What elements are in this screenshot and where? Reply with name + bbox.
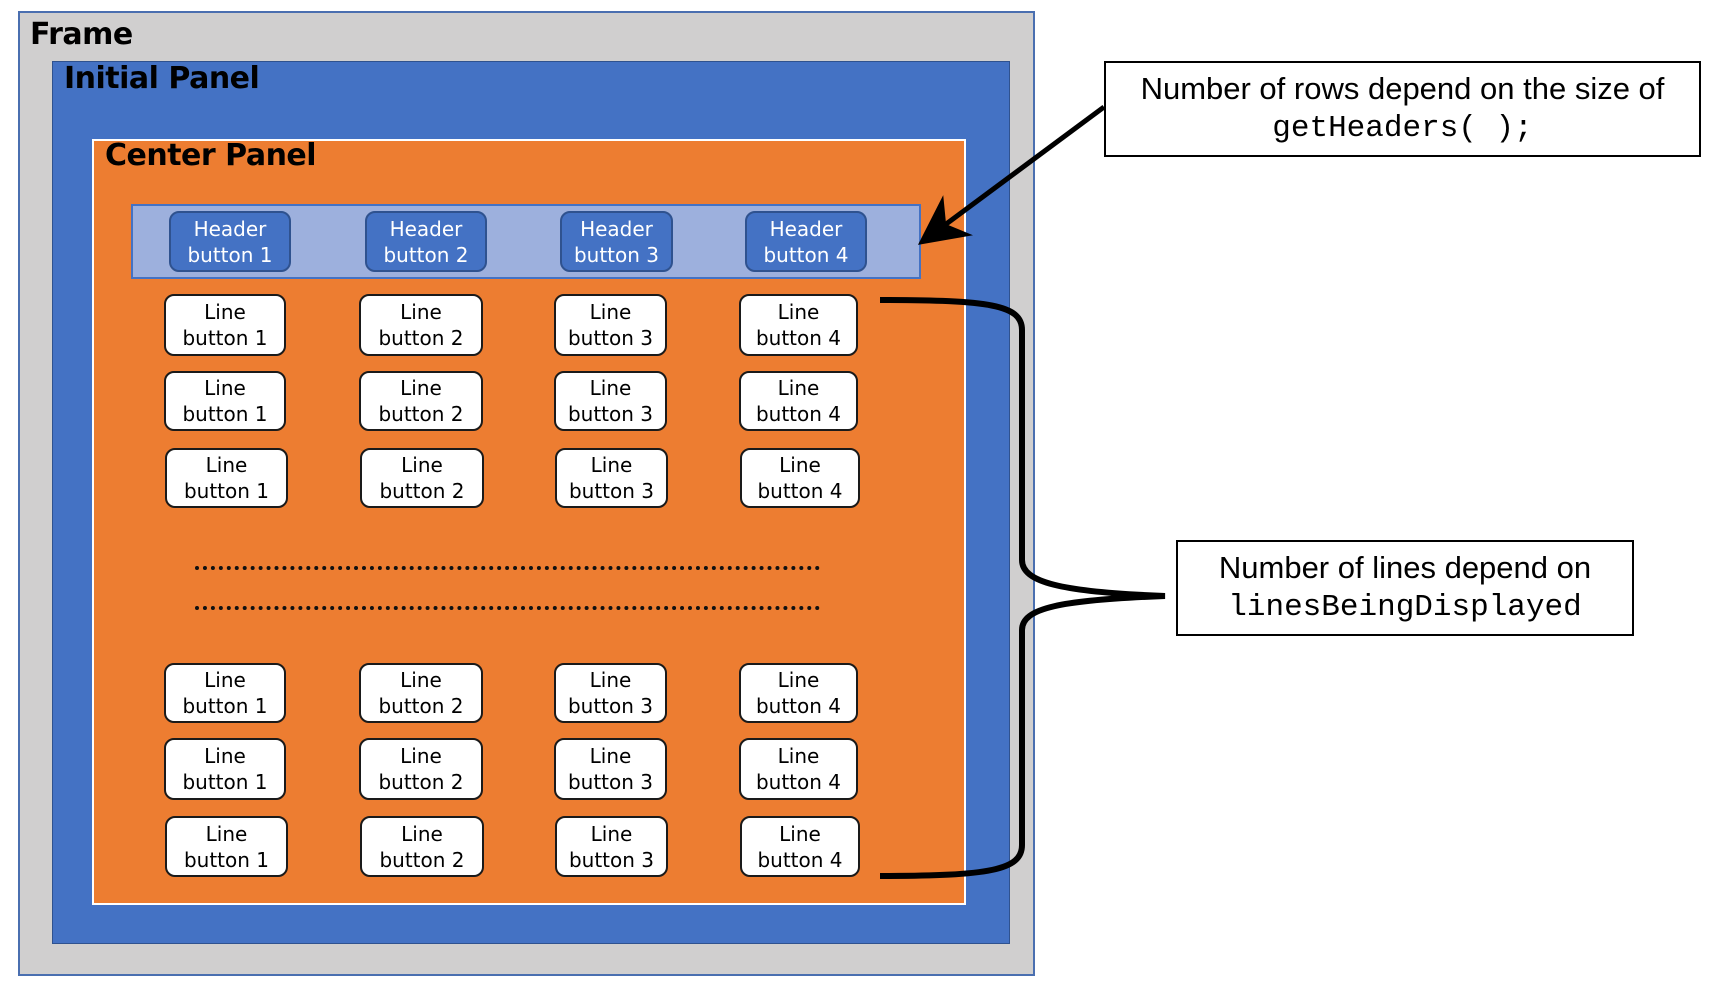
line-button-r5-c4[interactable]: Line button 4 xyxy=(739,738,858,800)
line-button-r4-c4-line1: Line xyxy=(777,668,820,692)
line-button-r1-c2-line2: button 2 xyxy=(378,326,464,350)
line-button-r4-c2[interactable]: Line button 2 xyxy=(359,663,483,723)
header-button-1-line2: button 1 xyxy=(187,242,273,267)
header-button-2-line1: Header xyxy=(389,216,463,241)
line-button-r1-c2[interactable]: Line button 2 xyxy=(359,294,483,356)
line-button-r4-c1-line2: button 1 xyxy=(182,694,268,718)
line-button-r4-c1[interactable]: Line button 1 xyxy=(164,663,286,723)
line-button-r3-c2[interactable]: Line button 2 xyxy=(360,448,484,508)
line-button-r1-c1-line2: button 1 xyxy=(182,326,268,350)
header-button-4-line1: Header xyxy=(769,216,843,241)
ellipsis-dotted-line-2 xyxy=(195,606,820,610)
line-button-r1-c3[interactable]: Line button 3 xyxy=(554,294,667,356)
line-button-r4-c3[interactable]: Line button 3 xyxy=(554,663,667,723)
line-button-r2-c1-line2: button 1 xyxy=(182,402,268,426)
line-button-r6-c1-line2: button 1 xyxy=(183,847,270,872)
ellipsis-dotted-line-1 xyxy=(195,566,820,570)
line-button-r5-c1-line1: Line xyxy=(204,744,246,768)
line-button-r6-c3[interactable]: Line button 3 xyxy=(555,816,668,877)
line-button-r1-c3-line2: button 3 xyxy=(567,326,654,350)
line-button-r1-c4-line1: Line xyxy=(777,300,820,324)
line-button-r3-c4[interactable]: Line button 4 xyxy=(740,448,860,508)
line-button-r3-c1-line1: Line xyxy=(205,453,248,477)
line-button-r1-c2-line1: Line xyxy=(400,300,442,324)
header-button-2[interactable]: Header button 2 xyxy=(365,211,487,272)
header-button-3[interactable]: Header button 3 xyxy=(560,211,673,272)
line-button-r2-c1-line1: Line xyxy=(204,376,246,400)
line-button-r2-c4[interactable]: Line button 4 xyxy=(739,371,858,431)
header-button-1[interactable]: Header button 1 xyxy=(169,211,291,272)
line-button-r4-c2-line2: button 2 xyxy=(378,694,464,718)
line-button-r4-c3-line1: Line xyxy=(589,668,632,692)
header-button-1-line1: Header xyxy=(193,216,267,241)
rows-annotation-note: Number of rows depend on the size of get… xyxy=(1104,61,1701,157)
line-button-r4-c3-line2: button 3 xyxy=(567,694,654,718)
line-button-r1-c3-line1: Line xyxy=(589,300,632,324)
line-button-r3-c1[interactable]: Line button 1 xyxy=(165,448,288,508)
line-button-r3-c1-line2: button 1 xyxy=(183,479,270,503)
line-button-r2-c2-line1: Line xyxy=(400,376,442,400)
line-button-r1-c1-line1: Line xyxy=(204,300,246,324)
header-button-2-line2: button 2 xyxy=(383,242,469,267)
line-button-r2-c2-line2: button 2 xyxy=(378,402,464,426)
line-button-r5-c1-line2: button 1 xyxy=(182,770,268,794)
line-button-r2-c3-line1: Line xyxy=(589,376,632,400)
line-button-r2-c3[interactable]: Line button 3 xyxy=(554,371,667,431)
lines-annotation-text: Number of lines depend on xyxy=(1218,550,1592,585)
line-button-r6-c3-line1: Line xyxy=(590,821,633,846)
rows-annotation-code: getHeaders( ); xyxy=(1272,111,1533,146)
line-button-r2-c3-line2: button 3 xyxy=(567,402,654,426)
line-button-r5-c2-line1: Line xyxy=(400,744,442,768)
line-button-r6-c1-line1: Line xyxy=(205,821,248,846)
line-button-r4-c4[interactable]: Line button 4 xyxy=(739,663,858,723)
header-button-4-line2: button 4 xyxy=(763,242,849,267)
line-button-r3-c2-line2: button 2 xyxy=(379,479,465,503)
line-button-r5-c4-line1: Line xyxy=(777,744,820,768)
center-panel-label: Center Panel xyxy=(105,138,317,173)
line-button-r6-c4-line2: button 4 xyxy=(757,847,843,872)
line-button-r6-c4-line1: Line xyxy=(779,821,821,846)
rows-annotation-text: Number of rows depend on the size of xyxy=(1140,71,1665,106)
line-button-r6-c2-line2: button 2 xyxy=(379,847,465,872)
line-button-r1-c1[interactable]: Line button 1 xyxy=(164,294,286,356)
line-button-r4-c1-line1: Line xyxy=(204,668,246,692)
line-button-r1-c4-line2: button 4 xyxy=(755,326,842,350)
lines-annotation-note: Number of lines depend on linesBeingDisp… xyxy=(1176,540,1634,636)
line-button-r3-c3-line1: Line xyxy=(590,453,633,477)
line-button-r5-c3[interactable]: Line button 3 xyxy=(554,738,667,800)
line-button-r4-c2-line1: Line xyxy=(400,668,442,692)
line-button-r2-c4-line1: Line xyxy=(777,376,820,400)
line-button-r6-c3-line2: button 3 xyxy=(568,847,655,872)
rows-arrow xyxy=(917,104,1106,245)
line-button-r5-c2[interactable]: Line button 2 xyxy=(359,738,483,800)
line-button-r3-c4-line2: button 4 xyxy=(757,479,843,503)
frame-label: Frame xyxy=(30,17,133,52)
line-button-r2-c4-line2: button 4 xyxy=(755,402,842,426)
header-button-3-line2: button 3 xyxy=(573,242,660,267)
line-button-r6-c2-line1: Line xyxy=(401,821,443,846)
line-button-r5-c1[interactable]: Line button 1 xyxy=(164,738,286,800)
line-button-r3-c4-line1: Line xyxy=(779,453,821,477)
line-button-r5-c3-line2: button 3 xyxy=(567,770,654,794)
line-button-r6-c1[interactable]: Line button 1 xyxy=(165,816,288,877)
lines-brace xyxy=(879,297,1166,879)
header-button-3-line1: Header xyxy=(580,216,653,241)
line-button-r5-c2-line2: button 2 xyxy=(378,770,464,794)
header-button-4[interactable]: Header button 4 xyxy=(745,211,867,272)
line-button-r5-c4-line2: button 4 xyxy=(755,770,842,794)
line-button-r2-c1[interactable]: Line button 1 xyxy=(164,371,286,431)
lines-annotation-code: linesBeingDisplayed xyxy=(1228,590,1582,625)
line-button-r4-c4-line2: button 4 xyxy=(755,694,842,718)
line-button-r2-c2[interactable]: Line button 2 xyxy=(359,371,483,431)
line-button-r3-c3[interactable]: Line button 3 xyxy=(555,448,668,508)
initial-panel-label: Initial Panel xyxy=(64,61,260,96)
line-button-r6-c4[interactable]: Line button 4 xyxy=(740,816,860,877)
line-button-r6-c2[interactable]: Line button 2 xyxy=(360,816,484,877)
line-button-r5-c3-line1: Line xyxy=(589,744,632,768)
line-button-r3-c3-line2: button 3 xyxy=(568,479,655,503)
line-button-r3-c2-line1: Line xyxy=(401,453,443,477)
line-button-r1-c4[interactable]: Line button 4 xyxy=(739,294,858,356)
